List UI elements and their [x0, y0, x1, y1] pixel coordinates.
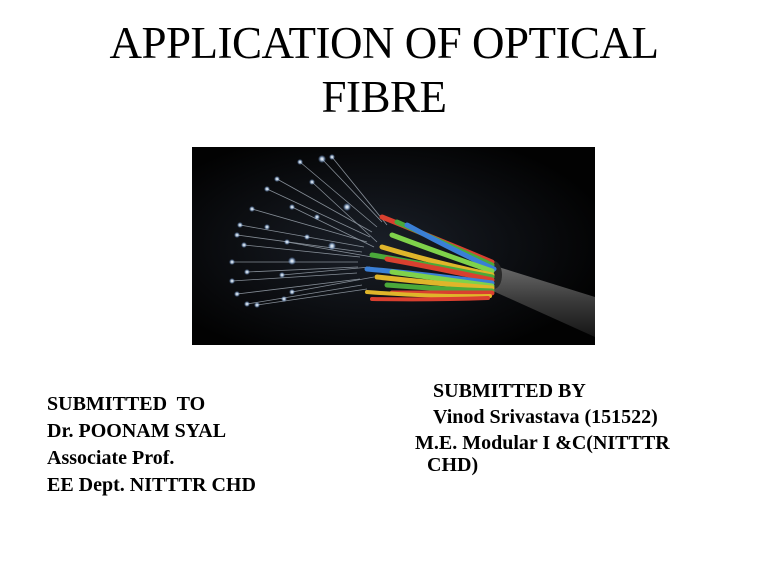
submitted-to-heading: SUBMITTED TO: [47, 393, 206, 415]
fibre-cable-illustration: [192, 147, 595, 345]
student-course-continued: CHD): [427, 454, 479, 476]
submitted-to-block: SUBMITTED TO Dr. POONAM SYAL Associate P…: [47, 391, 256, 499]
slide-title: APPLICATION OF OPTICAL FIBRE: [0, 16, 768, 124]
optical-fibre-image: [192, 147, 595, 345]
supervisor-department: EE Dept. NITTTR CHD: [47, 474, 256, 496]
title-line-1: APPLICATION OF OPTICAL: [109, 18, 659, 68]
student-name: Vinod Srivastava (151522): [433, 406, 658, 428]
student-course: M.E. Modular I &C(NITTTR: [415, 432, 670, 454]
supervisor-designation: Associate Prof.: [47, 447, 175, 469]
submitted-by-block: SUBMITTED BY Vinod Srivastava (151522) M…: [415, 378, 670, 476]
supervisor-name: Dr. POONAM SYAL: [47, 420, 227, 442]
title-line-2: FIBRE: [321, 72, 447, 122]
submitted-by-heading: SUBMITTED BY: [433, 380, 586, 402]
